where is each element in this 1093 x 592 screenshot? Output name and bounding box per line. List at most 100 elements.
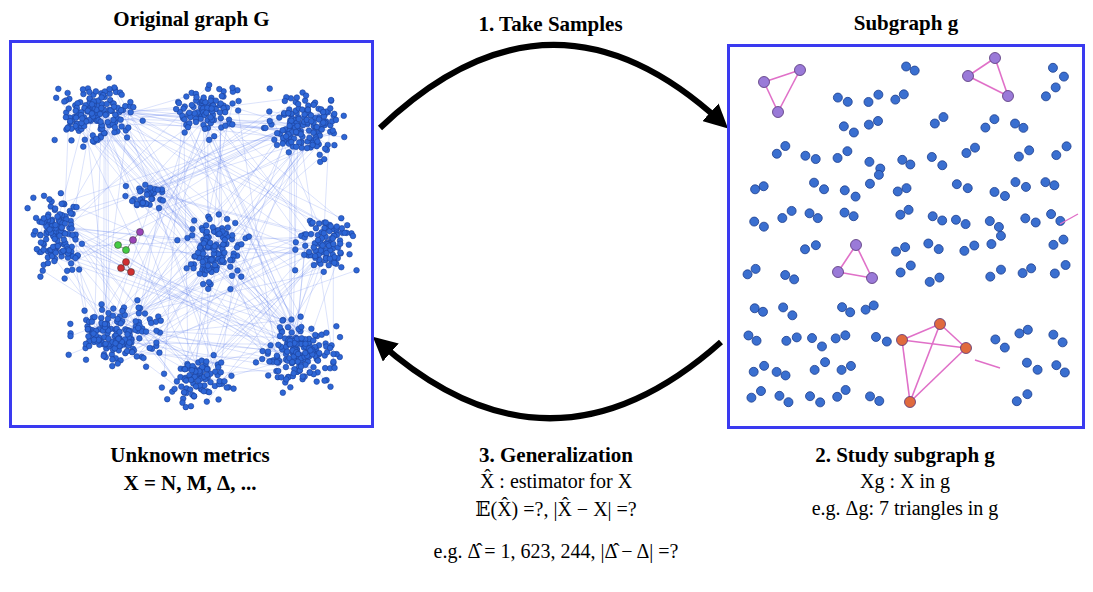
- graph-mark: [126, 125, 132, 131]
- graph-mark: [112, 346, 118, 352]
- graph-mark: [206, 82, 212, 88]
- arrow-label: 1. Take Samples: [474, 12, 626, 37]
- graph-mark: [338, 250, 344, 256]
- graph-mark: [91, 331, 97, 337]
- graph-mark: [112, 124, 118, 130]
- graph-mark: [52, 236, 58, 242]
- graph-mark: [315, 237, 321, 243]
- graph-mark: [303, 232, 309, 238]
- graph-mark: [927, 152, 936, 161]
- graph-mark: [222, 250, 228, 256]
- graph-mark: [1025, 146, 1034, 155]
- graph-mark: [840, 208, 849, 217]
- graph-mark: [308, 348, 314, 354]
- graph-mark: [305, 107, 311, 113]
- graph-mark: [910, 66, 919, 75]
- graph-mark: [185, 344, 290, 369]
- graph-mark: [326, 262, 332, 268]
- graph-mark: [843, 97, 852, 106]
- graph-mark: [314, 379, 320, 385]
- graph-mark: [334, 323, 340, 329]
- graph-mark: [321, 269, 327, 275]
- graph-mark: [833, 153, 842, 162]
- graph-mark: [320, 109, 326, 115]
- graph-mark: [1033, 365, 1042, 374]
- graph-mark: [93, 136, 99, 142]
- graph-mark: [831, 334, 840, 343]
- graph-mark: [142, 311, 148, 317]
- graph-mark: [1019, 123, 1028, 132]
- graph-mark: [33, 215, 39, 221]
- graph-mark: [112, 112, 118, 118]
- graph-mark: [115, 361, 121, 367]
- graph-mark: [112, 261, 332, 366]
- metric-text: Unknown metrics: [110, 443, 269, 468]
- graph-mark: [140, 200, 146, 206]
- graph-mark: [41, 247, 47, 253]
- graph-mark: [102, 342, 108, 348]
- graph-mark: [131, 112, 325, 222]
- graph-mark: [211, 133, 217, 139]
- graph-mark: [230, 122, 236, 128]
- graph-mark: [208, 257, 214, 263]
- graph-mark: [963, 184, 972, 193]
- graph-mark: [47, 196, 53, 202]
- graph-mark: [935, 273, 944, 282]
- graph-mark: [280, 128, 286, 134]
- graph-mark: [31, 195, 37, 201]
- graph-mark: [128, 109, 134, 115]
- graph-mark: [118, 265, 125, 272]
- graph-mark: [1049, 240, 1058, 249]
- graph-mark: [337, 241, 343, 247]
- graph-mark: [106, 75, 112, 81]
- graph-mark: [1060, 368, 1069, 377]
- graph-mark: [118, 107, 124, 113]
- graph-mark: [292, 267, 298, 273]
- graph-mark: [58, 190, 64, 196]
- graph-mark: [320, 243, 326, 249]
- metric-text: e.g. Δ̂ = 1, 623, 244, |Δ̂ − Δ| =?: [434, 540, 679, 563]
- graph-mark: [897, 335, 908, 346]
- graph-mark: [291, 371, 297, 377]
- graph-mark: [200, 281, 206, 287]
- graph-mark: [200, 259, 206, 265]
- graph-mark: [66, 219, 88, 329]
- graph-mark: [833, 392, 842, 401]
- graph-mark: [102, 321, 108, 327]
- graph-mark: [219, 258, 225, 264]
- graph-mark: [83, 357, 89, 363]
- graph-mark: [321, 230, 327, 236]
- graph-mark: [200, 255, 319, 386]
- graph-mark: [295, 351, 301, 357]
- graph-mark: [267, 118, 273, 124]
- graph-mark: [111, 104, 117, 110]
- graph-mark: [1023, 325, 1032, 334]
- graph-mark: [98, 106, 312, 354]
- graph-mark: [299, 335, 305, 341]
- graph-mark: [106, 115, 309, 343]
- graph-mark: [68, 211, 74, 217]
- graph-mark: [123, 110, 186, 125]
- panel-title: Subgraph g: [730, 11, 1082, 36]
- graph-mark: [891, 95, 900, 104]
- graph-mark: [773, 107, 784, 118]
- graph-mark: [310, 220, 316, 226]
- graph-mark: [80, 102, 194, 220]
- graph-mark: [865, 157, 874, 166]
- graph-mark: [127, 340, 133, 346]
- graph-mark: [1050, 269, 1059, 278]
- graph-mark: [79, 241, 85, 247]
- graph-mark: [69, 267, 75, 273]
- graph-mark: [307, 370, 313, 376]
- graph-mark: [204, 372, 210, 378]
- graph-mark: [132, 102, 296, 201]
- graph-mark: [106, 336, 112, 342]
- graph-mark: [84, 108, 111, 354]
- graph-mark: [902, 62, 911, 71]
- graph-mark: [328, 384, 334, 390]
- graph-mark: [782, 336, 791, 345]
- sampling-arrow: [380, 342, 721, 418]
- graph-mark: [274, 130, 280, 136]
- graph-mark: [87, 89, 93, 95]
- graph-mark: [91, 337, 97, 343]
